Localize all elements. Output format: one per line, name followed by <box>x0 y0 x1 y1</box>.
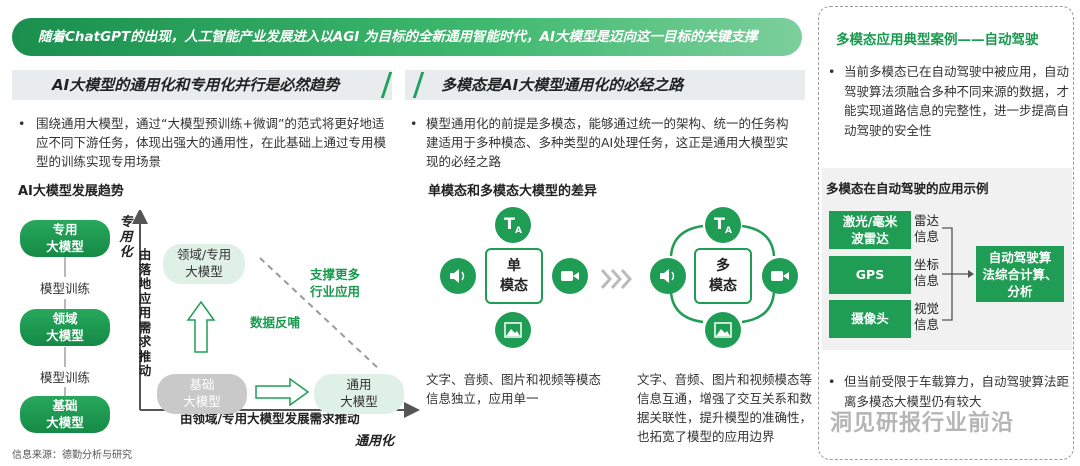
info-radar: 雷达 信息 <box>914 213 940 244</box>
text-icon: TA <box>495 207 531 243</box>
image-icon <box>705 312 741 348</box>
cycle-arrows <box>669 224 776 324</box>
pill-domain-model: 领域 大模型 <box>20 309 110 346</box>
right-bullet-1: •当前多模态已在自动驾驶中被应用，自动驾驶算法须融合多种不同来源的数据，才能实现… <box>828 64 1070 138</box>
right-bullet-2-text: 但当前受限于车载算力，自动驾驶算法距离多模态大模型仍有较大 <box>844 374 1070 409</box>
middle-section-heading: 多模态是AI大模型通用化的必经之路 <box>405 70 805 100</box>
audio-icon <box>440 258 476 294</box>
bracket-arrow <box>942 227 974 321</box>
single-modality-node: 单 模态 <box>485 248 543 304</box>
left-bullet-text: 围绕通用大模型，通过“大模型预训练+微调”的范式将更好地适应不同下游任务，体现出… <box>36 116 387 169</box>
middle-bullet: •模型通用化的前提是多模态，能够通过统一的架构、统一的任务构建适用于多种模态、多… <box>410 116 789 169</box>
right-arrow-icon <box>255 377 310 407</box>
right-bullet-1-text: 当前多模态已在自动驾驶中被应用，自动驾驶算法须融合多种不同来源的数据，才能实现道… <box>844 64 1070 138</box>
info-camera: 视觉 信息 <box>914 301 940 332</box>
text-icon: TA <box>705 207 741 243</box>
multi-desc: 文字、音频、图片和视频模态等信息互通，增强了交互关系和数据关联性，提升模型的准确… <box>637 372 813 444</box>
middle-heading-text: 多模态是AI大模型通用化的必经之路 <box>441 76 684 94</box>
support-more-label: 支撑更多 行业应用 <box>310 267 361 299</box>
axis-y-desc: 由落地应用需求推动 <box>138 247 152 378</box>
video-icon <box>762 258 798 294</box>
label-model-training-1: 模型训练 <box>40 281 91 296</box>
left-section-heading: AI大模型的通用化和专用化并行是必然趋势 <box>12 70 393 100</box>
pill-specialized-model: 专用 大模型 <box>20 220 110 257</box>
heading-slash <box>380 72 393 98</box>
image-icon <box>495 312 531 348</box>
sensor-gps: GPS <box>829 256 911 294</box>
trend-title: AI大模型发展趋势 <box>18 184 124 199</box>
box-domain-model: 领域/专用 大模型 <box>163 244 245 284</box>
left-bullet: •围绕通用大模型，通过“大模型预训练+微调”的范式将更好地适应不同下游任务，体现… <box>18 116 387 169</box>
result-box: 自动驾驶算 法综合计算、 分析 <box>976 246 1064 302</box>
single-desc: 文字、音频、图片和视频等模态信息独立，应用单一 <box>426 372 602 406</box>
heading-slash <box>412 72 425 98</box>
axis-x-desc: 由领域/专用大模型发展需求推动 <box>180 411 360 426</box>
diff-title: 单模态和多模态大模型的差异 <box>428 184 598 199</box>
chevron-arrows-icon <box>600 269 633 289</box>
info-gps: 坐标 信息 <box>914 257 940 288</box>
video-icon <box>552 258 588 294</box>
audio-icon <box>650 258 686 294</box>
source-note: 信息来源：德勤分析与研究 <box>12 450 132 461</box>
sensor-camera: 摄像头 <box>829 300 911 338</box>
stack-connectors <box>64 257 66 396</box>
axis-x-label: 通用化 <box>355 434 395 449</box>
box-general-model: 通用 大模型 <box>314 374 404 414</box>
label-model-training-2: 模型训练 <box>40 370 91 385</box>
left-heading-text: AI大模型的通用化和专用化并行是必然趋势 <box>52 76 340 94</box>
watermark: 洞见研报行业前沿 <box>830 411 1015 436</box>
right-title: 多模态应用典型案例——自动驾驶 <box>836 32 1039 48</box>
middle-bullet-text: 模型通用化的前提是多模态，能够通过统一的架构、统一的任务构建适用于多种模态、多种… <box>426 116 789 169</box>
feedback-label: 数据反哺 <box>250 315 301 330</box>
pill-base-model: 基础 大模型 <box>20 396 110 433</box>
up-arrow-icon <box>186 300 216 353</box>
example-title: 多模态在自动驾驶的应用示例 <box>826 181 989 196</box>
box-base-model: 基础 大模型 <box>157 374 247 414</box>
right-panel <box>818 6 1074 460</box>
top-banner: 随着ChatGPT的出现，人工智能产业发展进入以AGI 为目标的全新通用智能时代… <box>12 18 802 56</box>
axis-y-label: 专用化 <box>119 215 133 260</box>
sensor-radar: 激光/毫米 波雷达 <box>829 211 911 249</box>
right-bullet-2: •但当前受限于车载算力，自动驾驶算法距离多模态大模型仍有较大 <box>828 374 1070 409</box>
multi-modality-node: 多 模态 <box>694 248 752 304</box>
